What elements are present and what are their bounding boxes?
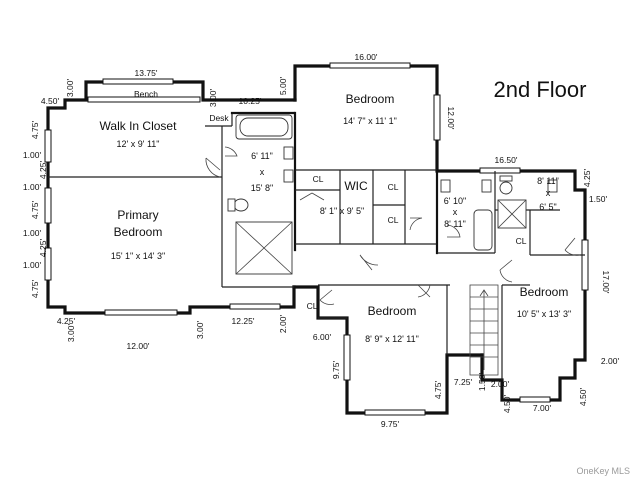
wic-name: WIC xyxy=(344,179,368,193)
staircase xyxy=(469,284,499,376)
dim-450-a: 4.50' xyxy=(41,96,60,106)
bath-mid-x: x xyxy=(453,207,458,217)
closet-label-1: CL xyxy=(313,174,324,184)
bath-primary-x: x xyxy=(260,167,265,177)
dim-450-r: 4.50' xyxy=(578,388,588,407)
bench-label: Bench xyxy=(134,89,158,99)
doors[interactable] xyxy=(205,146,581,305)
closet-label-3: CL xyxy=(388,215,399,225)
dim-1700: 17.00' xyxy=(601,271,611,294)
bath-mid-w: 6' 10" xyxy=(444,196,466,206)
dim-975-b: 9.75' xyxy=(381,419,400,429)
dim-1200-b: 12.00' xyxy=(127,341,150,351)
dim-100-l1: 1.00' xyxy=(23,150,42,160)
dim-700: 7.00' xyxy=(533,403,552,413)
floor-title: 2nd Floor xyxy=(494,77,587,102)
watermark: OneKey MLS xyxy=(576,466,630,476)
windows xyxy=(44,62,589,416)
dim-200-r: 2.00' xyxy=(601,356,620,366)
dim-1025: 10.25' xyxy=(239,96,262,106)
bedroom-right-size: 10' 5" x 13' 3" xyxy=(517,309,571,319)
dim-725: 7.25' xyxy=(454,377,473,387)
dim-200-c: 2.00' xyxy=(278,315,288,334)
dim-150-b: 1.50' xyxy=(477,373,487,392)
closet-label-2: CL xyxy=(388,182,399,192)
dim-450-b: 4.50' xyxy=(502,395,512,414)
bath-right-h: 6' 5" xyxy=(539,202,556,212)
dim-100-l3: 1.00' xyxy=(23,228,42,238)
dim-1650: 16.50' xyxy=(495,155,518,165)
dim-300-a: 3.00' xyxy=(65,79,75,98)
bath-mid-h: 8' 11" xyxy=(444,219,466,229)
dim-975-v: 9.75' xyxy=(331,361,341,380)
dim-100-l4: 1.00' xyxy=(23,260,42,270)
bedroom-center-name: Bedroom xyxy=(368,304,417,318)
desk-label: Desk xyxy=(209,113,229,123)
bath-primary-w: 6' 11" xyxy=(251,151,273,161)
dim-600: 6.00' xyxy=(313,332,332,342)
primary-bedroom-name-2: Bedroom xyxy=(114,225,163,239)
bedroom-right-name: Bedroom xyxy=(520,285,569,299)
dim-475-l3: 4.75' xyxy=(30,280,40,299)
dim-475-b: 4.75' xyxy=(433,381,443,400)
bedroom-top-name: Bedroom xyxy=(346,92,395,106)
dim-300-b: 3.00' xyxy=(208,89,218,108)
bath-right-w: 8' 11" xyxy=(537,176,559,186)
dim-1375: 13.75' xyxy=(135,68,158,78)
dim-150-r: 1.50' xyxy=(589,194,608,204)
bath-fixtures xyxy=(227,114,558,275)
dim-1600: 16.00' xyxy=(355,52,378,62)
dim-475-l2: 4.75' xyxy=(30,201,40,220)
walk-in-closet-size: 12' x 9' 11" xyxy=(117,139,160,149)
bedroom-center-size: 8' 9" x 12' 11" xyxy=(365,334,419,344)
dimension-labels: 13.75' 3.00' 4.50' 3.00' 10.25' 5.00' 16… xyxy=(23,52,620,429)
dim-300-c: 3.00' xyxy=(195,321,205,340)
walk-in-closet-name: Walk In Closet xyxy=(100,119,178,133)
dim-425-r: 4.25' xyxy=(582,169,592,188)
dim-425-bl: 4.25' xyxy=(57,316,76,326)
dim-300-d: 3.00' xyxy=(66,324,76,343)
bath-primary-h: 15' 8" xyxy=(251,183,273,193)
dim-425-l1: 4.25' xyxy=(38,161,48,180)
primary-bedroom-size: 15' 1" x 14' 3" xyxy=(111,251,165,261)
primary-bedroom-name-1: Primary xyxy=(117,208,158,222)
dim-500: 5.00' xyxy=(278,77,288,96)
bedroom-top-size: 14' 7" x 11' 1" xyxy=(343,116,397,126)
room-labels: Walk In Closet 12' x 9' 11" Primary Bedr… xyxy=(100,89,572,344)
bath-right-x: x xyxy=(546,188,551,198)
dim-475-l1: 4.75' xyxy=(30,121,40,140)
dim-425-l2: 4.25' xyxy=(38,239,48,258)
wic-size: 8' 1" x 9' 5" xyxy=(320,206,364,216)
dim-1225: 12.25' xyxy=(232,316,255,326)
dim-100-l2: 1.00' xyxy=(23,182,42,192)
closet-label-5: CL xyxy=(307,301,318,311)
closet-label-4: CL xyxy=(516,236,527,246)
dim-200-b: 2.00' xyxy=(491,379,510,389)
dim-1200-v: 12.00' xyxy=(446,107,456,130)
